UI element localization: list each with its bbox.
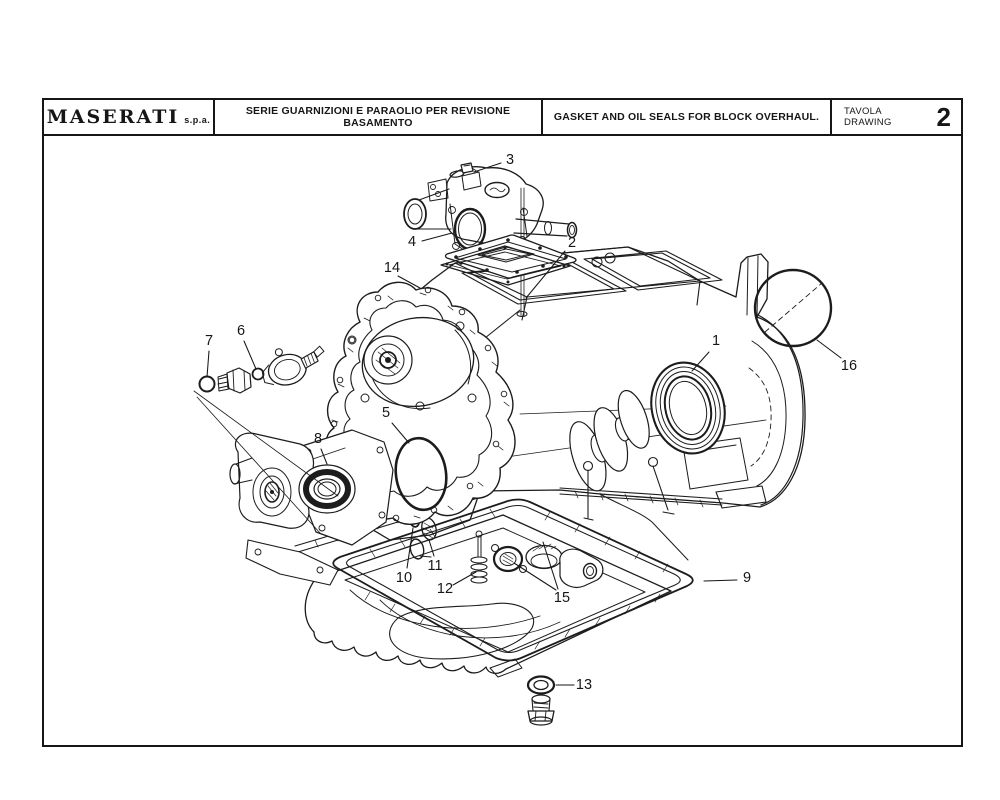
callout-1: 1 bbox=[712, 333, 720, 349]
oring-5-art bbox=[394, 436, 448, 512]
callout-7: 7 bbox=[205, 333, 213, 349]
callout-leader-5 bbox=[391, 422, 410, 444]
callout-leader-15 bbox=[513, 562, 557, 591]
plate-number: 2 bbox=[936, 101, 951, 132]
oil-pan-art bbox=[304, 498, 694, 678]
pump-stud-art bbox=[470, 530, 488, 584]
callout-11: 11 bbox=[427, 558, 442, 574]
brand-name: MASERATI bbox=[46, 106, 180, 128]
rear-seal-art bbox=[650, 361, 726, 455]
plate-labels: TAVOLA DRAWING bbox=[844, 106, 892, 128]
drain-plug-art bbox=[526, 675, 556, 726]
plate-label-english: DRAWING bbox=[844, 117, 892, 128]
callout-leader-8 bbox=[320, 448, 328, 465]
plate-cell: TAVOLA DRAWING 2 bbox=[832, 100, 961, 134]
callout-4: 4 bbox=[408, 234, 416, 250]
seal-8-art bbox=[298, 464, 356, 514]
callout-leader-9 bbox=[703, 579, 738, 582]
title-block: MASERATI s.p.a. SERIE GUARNIZIONI E PARAO… bbox=[44, 100, 961, 136]
callout-leader-2 bbox=[525, 250, 566, 299]
callout-leader-12 bbox=[452, 571, 477, 586]
callout-leader-14 bbox=[397, 275, 421, 289]
callout-leader-1 bbox=[691, 351, 710, 372]
callout-10: 10 bbox=[396, 570, 412, 586]
thermostat-housing-art bbox=[403, 162, 578, 317]
callout-leader-16 bbox=[816, 339, 842, 359]
callout-leader-3 bbox=[473, 162, 502, 173]
callout-leader-11 bbox=[419, 555, 432, 558]
callout-2: 2 bbox=[568, 235, 576, 251]
brand-cell: MASERATI s.p.a. bbox=[44, 100, 215, 134]
callout-leader-10 bbox=[406, 527, 414, 569]
title-italian: SERIE GUARNIZIONI E PARAOLIO PER REVISIO… bbox=[215, 100, 543, 134]
callout-13: 13 bbox=[576, 677, 592, 693]
brand-suffix: s.p.a. bbox=[184, 115, 211, 125]
callout-14: 14 bbox=[384, 260, 400, 276]
callout-6: 6 bbox=[237, 323, 245, 339]
water-pump-art bbox=[347, 316, 477, 411]
callout-leader-4 bbox=[421, 232, 453, 242]
oil-pump-pickup-art bbox=[491, 543, 604, 588]
callout-leader-15 bbox=[542, 541, 559, 590]
callout-leader-6 bbox=[243, 340, 257, 370]
plate-label-italian: TAVOLA bbox=[844, 106, 882, 117]
callout-16: 16 bbox=[841, 358, 857, 374]
callout-3: 3 bbox=[506, 152, 514, 168]
callout-leader-7 bbox=[206, 350, 210, 378]
oring-16-art bbox=[753, 268, 833, 348]
callout-leader-11 bbox=[428, 539, 435, 557]
callout-8: 8 bbox=[314, 431, 322, 447]
crankshaft-art bbox=[569, 389, 675, 521]
callout-12: 12 bbox=[437, 581, 453, 597]
callout-9: 9 bbox=[743, 570, 751, 586]
title-english: GASKET AND OIL SEALS FOR BLOCK OVERHAUL. bbox=[543, 100, 832, 134]
callout-15: 15 bbox=[554, 590, 570, 606]
callout-5: 5 bbox=[382, 405, 390, 421]
